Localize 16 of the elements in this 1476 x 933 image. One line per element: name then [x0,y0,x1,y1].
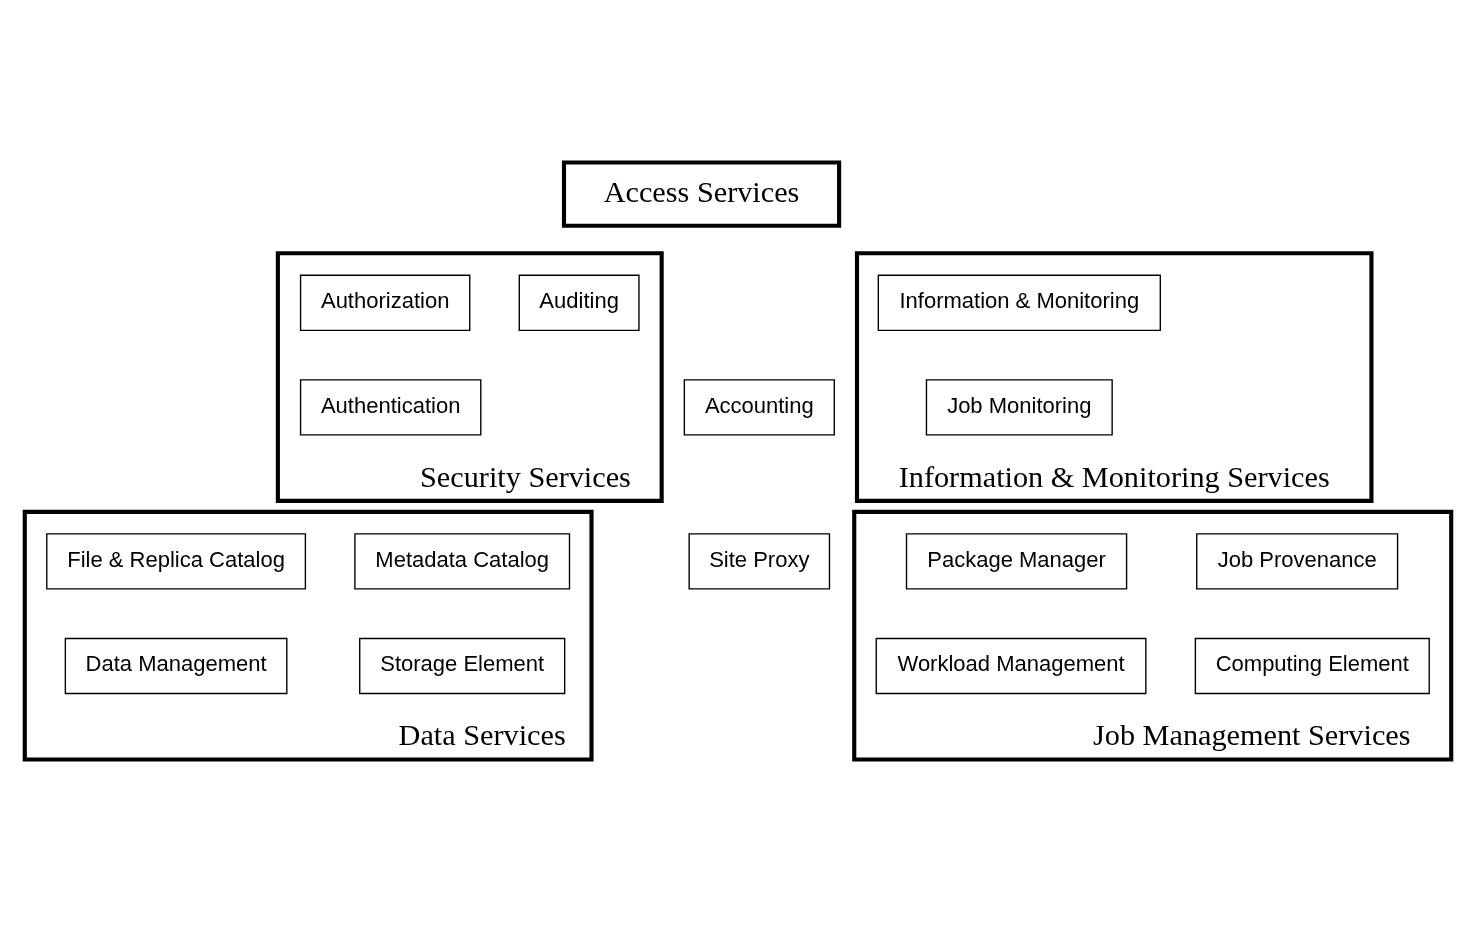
node-box: Access Services [561,160,842,228]
node-box: Data Management [64,637,288,695]
node-box: Metadata Catalog [354,533,571,590]
node-box: Authentication [299,379,482,436]
node-box: Site Proxy [688,533,831,590]
node-box: Job Provenance [1196,533,1399,590]
node-box: Workload Management [875,637,1147,695]
node-box: Computing Element [1194,637,1430,695]
node-box: Package Manager [905,533,1128,590]
node-box: Storage Element [359,637,566,695]
node-box: Accounting [683,379,835,436]
node-box: Information & Monitoring [877,274,1161,331]
node-box: Authorization [299,274,471,331]
node-box: Auditing [518,274,640,331]
node-box: Job Monitoring [925,379,1113,436]
node-box: File & Replica Catalog [46,533,307,590]
